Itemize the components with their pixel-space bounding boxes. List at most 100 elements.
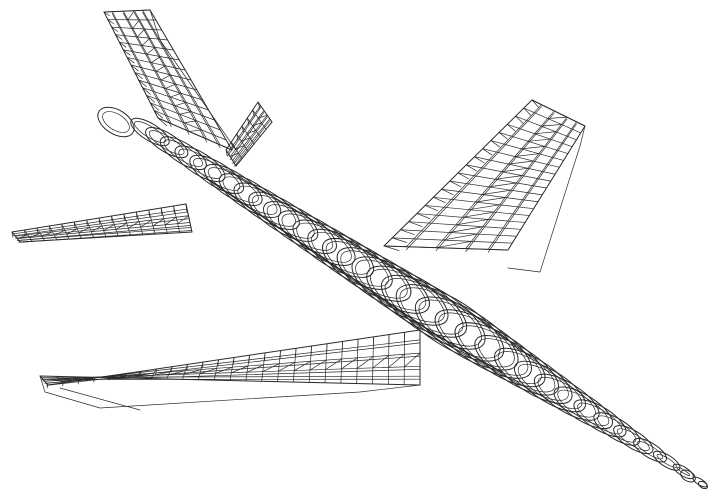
left-stabilizer-brace [164, 216, 177, 226]
vertical-stabilizer-rib-stub [122, 49, 131, 56]
right-wing-rib [432, 196, 535, 210]
left-stabilizer-rib-stub [160, 207, 163, 216]
left-horizontal-stabilizer [11, 203, 193, 243]
fuselage-frame [593, 412, 641, 446]
left-wing-brace [136, 372, 155, 377]
right-wing-spar [435, 112, 555, 252]
vertical-stabilizer-rib-stub [103, 11, 110, 17]
left-wing-brace [309, 359, 327, 371]
right-wing-brace [461, 211, 495, 218]
right-wing-brace [494, 175, 523, 180]
fuselage-longeron [329, 229, 348, 241]
vertical-stabilizer-brace [174, 102, 187, 107]
right-horizontal-stabilizer [225, 101, 273, 167]
right-wing-rib [383, 245, 509, 251]
right-wing-brace [435, 240, 472, 249]
fuselage-frame [553, 386, 613, 430]
vertical-stabilizer-brace [188, 129, 203, 132]
left-wing-brace [341, 357, 358, 370]
right-wing-brace [442, 233, 478, 241]
left-stabilizer-brace [177, 215, 189, 224]
left-stabilizer-brace [140, 219, 152, 228]
fuselage-frame [204, 164, 263, 206]
tail-cone-ring-inner [102, 111, 130, 133]
left-wing-brace [105, 375, 124, 378]
left-wing-brace [42, 378, 61, 381]
right-wing-rib-stub [400, 229, 415, 235]
vertical-stabilizer-rib-stub [134, 72, 143, 80]
right-wing-brace [448, 226, 484, 233]
left-stabilizer-brace [127, 221, 140, 229]
right-wing-rib [408, 221, 522, 230]
fuselage-longeron [382, 298, 401, 311]
right-wing-brace [534, 131, 557, 135]
fuselage-frame-inner [399, 287, 501, 359]
fuselage-longeron [448, 341, 468, 354]
fuselage-longeron [286, 233, 305, 246]
left-wing-aileron [59, 387, 141, 411]
nose-ring [697, 480, 709, 490]
fuselage-frame [263, 201, 337, 254]
right-wing-brace [527, 138, 551, 142]
fuselage-frame [145, 127, 189, 159]
right-wing-spar [405, 104, 542, 248]
right-wing-spar [487, 123, 577, 253]
left-wing-brace [199, 367, 218, 375]
left-wing-brace [246, 364, 264, 373]
right-wing-brace [540, 124, 562, 127]
fuselage-longeron [366, 287, 385, 301]
vertical-stabilizer [103, 9, 237, 151]
vertical-stabilizer-brace [141, 37, 151, 46]
fuselage-frame-inner [636, 441, 664, 460]
left-stabilizer-brace [78, 227, 90, 234]
vertical-stabilizer-rib-stub [149, 102, 160, 111]
right-wing-rib [449, 180, 543, 196]
fuselage-longeron [294, 209, 313, 221]
vertical-stabilizer-spar [111, 11, 172, 125]
fuselage-frame [395, 284, 505, 362]
right-wing-rib-stub [441, 188, 454, 196]
fuselage-longeron [450, 301, 469, 313]
right-stabilizer-brace [241, 137, 251, 142]
left-wing-flap [39, 375, 421, 409]
vertical-stabilizer-rib-stub [107, 19, 114, 24]
left-stabilizer-brace [29, 232, 41, 238]
right-wing-brace [488, 182, 517, 188]
fuselage-frame-inner [418, 299, 515, 368]
left-stabilizer-brace [53, 230, 66, 236]
fuselage-longeron [414, 320, 433, 333]
right-wing-rib-stub [432, 196, 446, 204]
right-wing-rib-stub [506, 123, 516, 132]
left-wing-brace [152, 371, 171, 376]
fuselage-longeron [483, 322, 501, 335]
right-wing-rib-stub [474, 156, 485, 164]
vertical-stabilizer-spar [142, 9, 221, 146]
nose-ring-frames [97, 106, 709, 490]
vertical-stabilizer-spar [111, 13, 172, 128]
left-wing-brace [388, 353, 405, 368]
left-wing-brace [89, 376, 108, 378]
right-wing-rib-stub [383, 245, 400, 251]
right-wing-rib-stub [416, 213, 431, 219]
right-wing-rib [400, 229, 517, 237]
vertical-stabilizer-rib-stub [157, 117, 168, 127]
fuselage-frame [292, 219, 375, 278]
fuselage-longeron [433, 291, 452, 302]
fuselage-longeron [416, 280, 435, 292]
right-wing-rib [482, 148, 560, 168]
left-wing-brace [293, 360, 311, 371]
vertical-stabilizer-outline [103, 9, 233, 151]
left-stabilizer-rib-stub [98, 217, 101, 225]
left-stabilizer-brace [41, 231, 53, 237]
fuselage-longeron [466, 351, 486, 364]
right-wing-spar [405, 106, 542, 251]
fuselage-longeron [381, 260, 400, 272]
right-wing-rib [531, 99, 586, 127]
right-wing-rib [391, 237, 513, 244]
fuselage-frame [189, 154, 245, 195]
left-stabilizer-rib-stub [148, 209, 150, 218]
right-stabilizer-spar [234, 118, 271, 164]
right-wing-rib-stub [449, 180, 462, 188]
right-wing-rib-stub [465, 164, 477, 172]
vertical-stabilizer-brace [169, 92, 182, 98]
